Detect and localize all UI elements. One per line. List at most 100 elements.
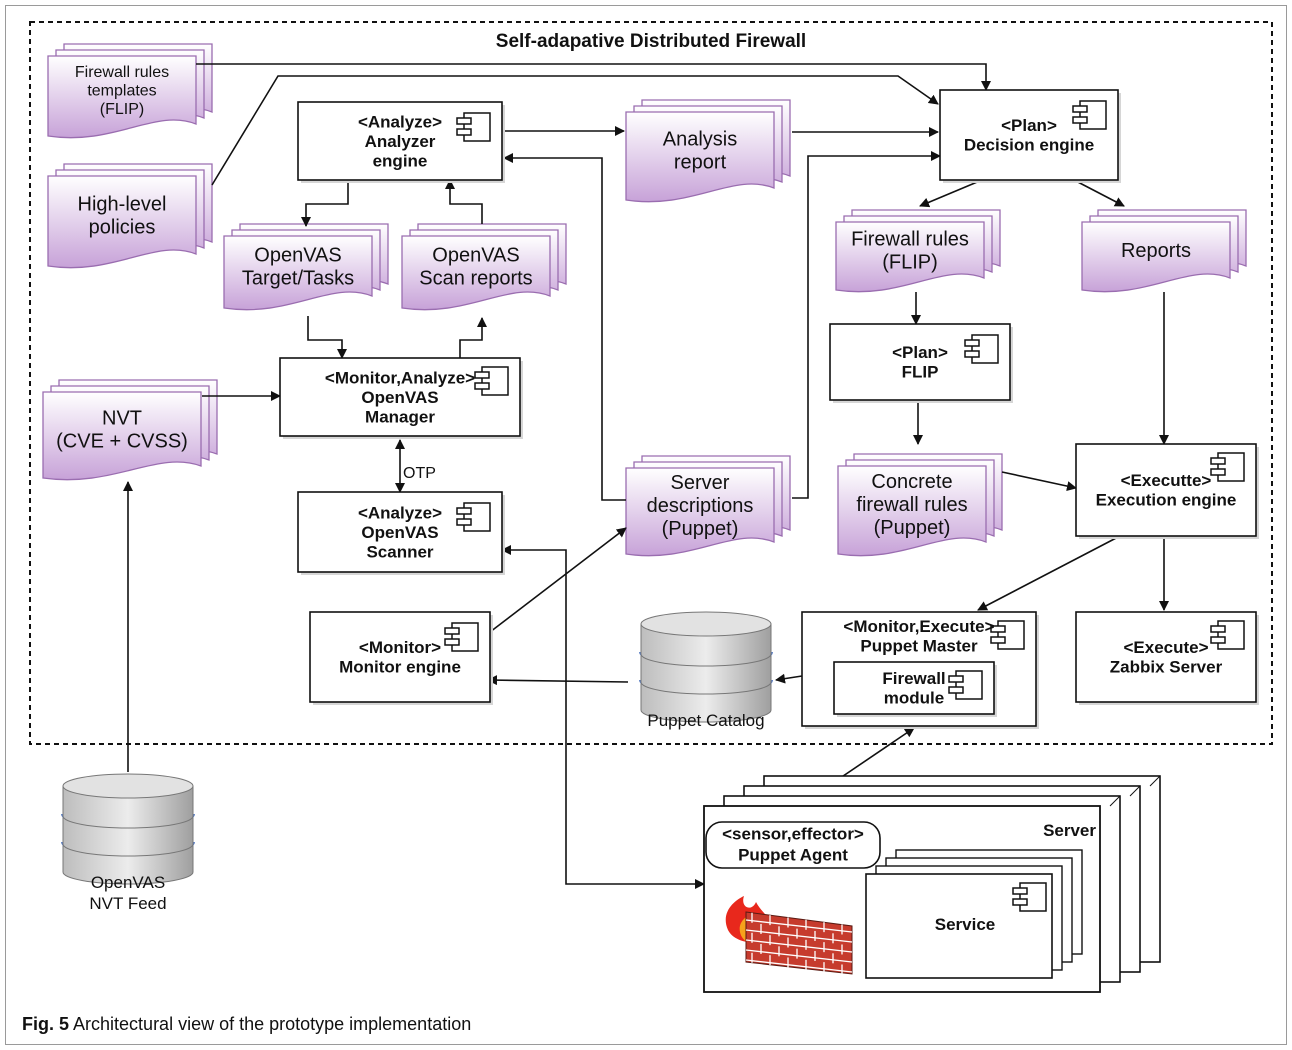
openvas-scanner-line: OpenVAS: [361, 523, 438, 542]
caption-label: Fig. 5: [22, 1014, 70, 1034]
doc-concrete-firewall-rules-line: (Puppet): [874, 517, 951, 539]
service-line: Service: [935, 915, 996, 934]
decision-engine: <Plan>Decision engine: [939, 89, 1121, 183]
edge-manager-to-scanreports: [459, 317, 487, 360]
edge-targets-to-manager: [307, 316, 347, 359]
edge-decision-to-fwrules: [919, 179, 983, 208]
execution-engine-line: <Executte>: [1121, 471, 1212, 490]
doc-high-level-policies-line: policies: [89, 217, 156, 239]
openvas-nvt-feed-db-label: OpenVAS: [91, 873, 165, 892]
edge-templates-to-decision: [196, 63, 991, 91]
edge-scanreports-to-analyzer: [445, 179, 483, 224]
caption-text: Architectural view of the prototype impl…: [73, 1014, 472, 1034]
doc-server-descriptions-line: (Puppet): [662, 518, 739, 540]
execution-engine-line: Execution engine: [1096, 491, 1237, 510]
doc-firewall-rules-templates: Firewall rules templates(FLIP): [47, 43, 213, 139]
puppet-master-line: Puppet Master: [860, 637, 978, 656]
doc-firewall-rules-templates-line: (FLIP): [100, 101, 144, 118]
doc-server-descriptions-line: Server: [671, 472, 730, 494]
doc-firewall-rules-flip-line: (FLIP): [882, 252, 938, 274]
doc-nvt-line: NVT: [102, 408, 142, 430]
puppet-agent-line: <sensor,effector>: [722, 824, 864, 843]
flip-component: <Plan>FLIP: [829, 323, 1013, 403]
edge-puppetmaster-to-catalog: [775, 673, 803, 684]
doc-server-descriptions-line: descriptions: [647, 495, 754, 517]
diagram-title: Self-adapative Distributed Firewall: [496, 31, 806, 52]
zabbix-server-line: Zabbix Server: [1110, 658, 1223, 677]
edge-scanner-agent: [501, 545, 705, 889]
decision-engine-line: <Plan>: [1001, 116, 1057, 135]
openvas-scanner-line: <Analyze>: [358, 503, 442, 522]
edge-policies-to-decision: [211, 75, 939, 186]
openvas-manager-line: Manager: [365, 408, 435, 427]
puppet-master-line: <Monitor,Execute>: [843, 617, 994, 636]
puppet-catalog-db: Puppet Catalog: [639, 611, 773, 730]
figure-caption: Fig. 5 Architectural view of the prototy…: [22, 1014, 471, 1035]
edge-decision-to-reports: [1073, 179, 1125, 207]
doc-analysis-report-line: Analysis: [663, 129, 737, 151]
doc-openvas-scan-reports-line: Scan reports: [419, 268, 532, 290]
zabbix-server-line: <Execute>: [1123, 638, 1208, 657]
doc-firewall-rules-templates-line: Firewall rules: [75, 64, 169, 81]
monitor-engine-line: <Monitor>: [359, 638, 441, 657]
openvas-nvt-feed-db: OpenVAS NVT Feed: [61, 773, 195, 913]
doc-openvas-scan-reports-line: OpenVAS: [432, 245, 519, 267]
edge-serverdesc-to-analyzer: [503, 153, 626, 501]
flip-component-line: FLIP: [902, 363, 939, 382]
openvas-manager-line: OpenVAS: [361, 388, 438, 407]
firewall-module-line: module: [884, 689, 944, 708]
server-label: Server: [1043, 821, 1096, 840]
doc-openvas-target-tasks-line: Target/Tasks: [242, 268, 354, 290]
edge-monitor-to-serverdesc: [489, 527, 627, 633]
openvas-nvt-feed-db-label: NVT Feed: [89, 894, 166, 913]
doc-firewall-rules-flip-line: Firewall rules: [851, 229, 969, 251]
server-stack: Server <sensor,effector> Puppet AgentServi…: [703, 775, 1161, 993]
edge-concrete-to-execution: [1001, 471, 1077, 491]
puppet-agent-line: Puppet Agent: [738, 845, 848, 864]
edge-execution-to-puppetmaster: [977, 535, 1121, 611]
doc-analysis-report-line: report: [674, 152, 727, 174]
doc-firewall-rules-flip: Firewall rules(FLIP): [835, 209, 1001, 293]
monitor-engine-line: Monitor engine: [339, 658, 461, 677]
openvas-manager-line: <Monitor,Analyze>: [325, 368, 475, 387]
doc-reports: Reports: [1081, 209, 1247, 293]
analyzer-engine-line: <Analyze>: [358, 112, 442, 131]
doc-concrete-firewall-rules-line: Concrete: [871, 471, 952, 493]
doc-concrete-firewall-rules-line: firewall rules: [856, 494, 967, 516]
doc-firewall-rules-templates-line: templates: [87, 83, 156, 100]
service-stack: Service: [865, 849, 1083, 979]
puppet-catalog-db-label: Puppet Catalog: [647, 711, 764, 730]
doc-high-level-policies-line: High-level: [78, 194, 167, 216]
flip-component-line: <Plan>: [892, 343, 948, 362]
monitor-engine: <Monitor>Monitor engine: [309, 611, 493, 705]
figure-frame: [5, 5, 1287, 1045]
doc-nvt-line: (CVE + CVSS): [56, 431, 188, 453]
edge-catalog-to-monitor: [487, 675, 629, 686]
otp-label: OTP: [403, 465, 436, 482]
execution-engine: <Executte>Execution engine: [1075, 443, 1259, 539]
zabbix-server: <Execute>Zabbix Server: [1075, 611, 1259, 705]
analyzer-engine-line: engine: [373, 152, 428, 171]
doc-reports-line: Reports: [1121, 240, 1191, 262]
firewall-module-line: Firewall: [882, 669, 945, 688]
openvas-scanner-line: Scanner: [366, 543, 433, 562]
doc-openvas-target-tasks-line: OpenVAS: [254, 245, 341, 267]
firewall-icon: [725, 896, 853, 975]
decision-engine-line: Decision engine: [964, 136, 1094, 155]
analyzer-engine-line: Analyzer: [365, 132, 436, 151]
edge-analyzer-to-targets: [301, 180, 349, 227]
doc-nvt: NVT(CVE + CVSS): [42, 379, 218, 481]
puppet-agent: <sensor,effector> Puppet Agent: [705, 821, 881, 869]
edge-serverdesc-to-decision: [792, 151, 941, 499]
